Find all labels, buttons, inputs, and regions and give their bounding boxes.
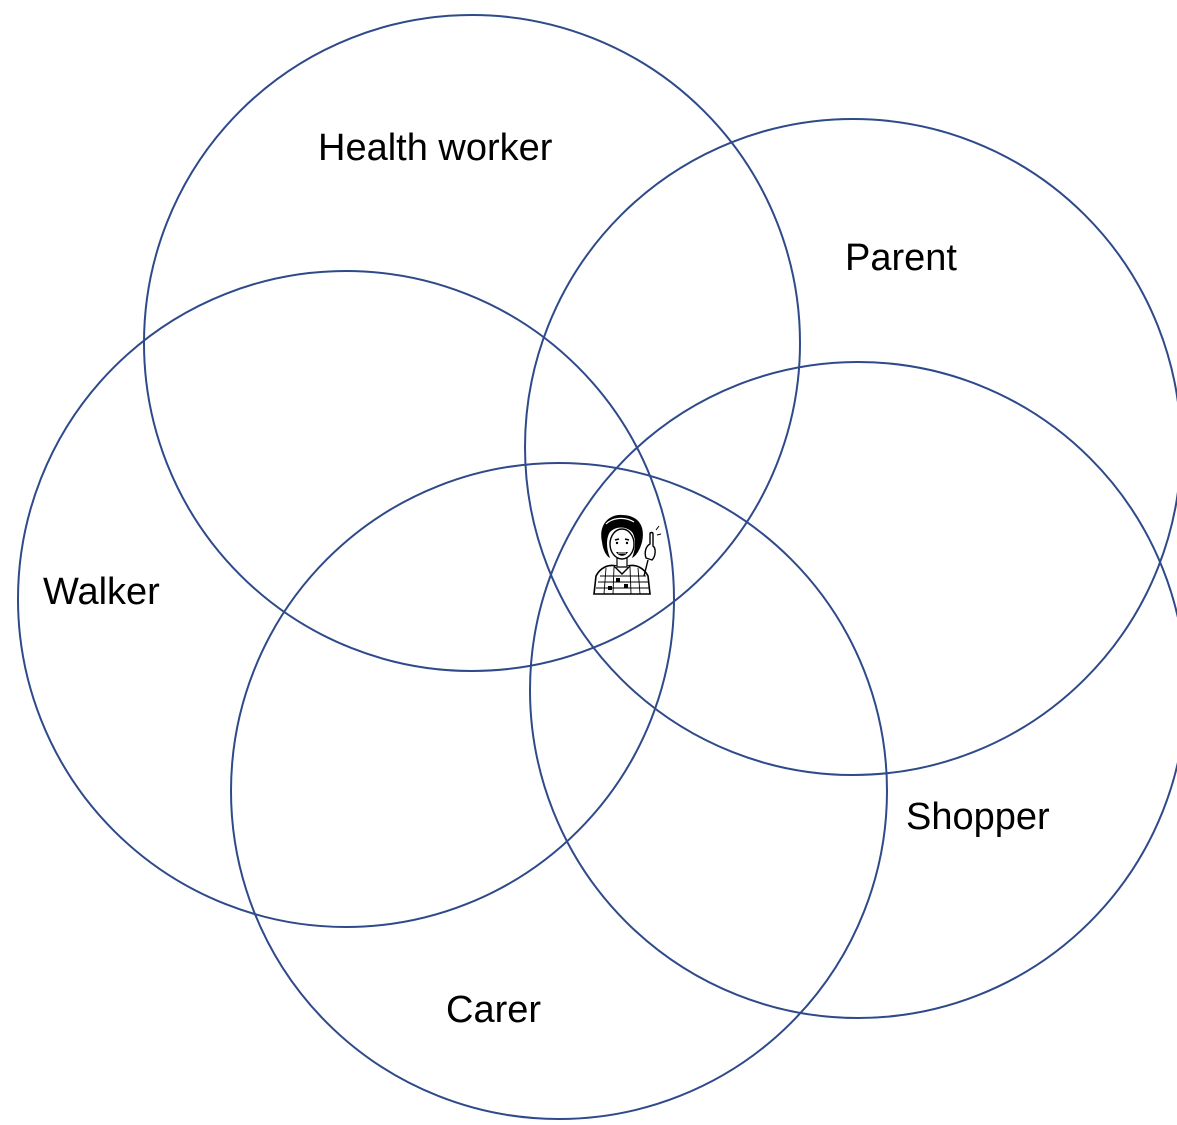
venn-circle-parent (524, 118, 1177, 776)
venn-circle-shopper (529, 361, 1177, 1019)
retro-woman-pointing-icon (593, 514, 662, 595)
label-walker: Walker (43, 571, 160, 613)
label-parent: Parent (845, 237, 957, 279)
label-health-worker: Health worker (318, 127, 553, 169)
label-shopper: Shopper (906, 796, 1050, 838)
venn-circle-walker (17, 270, 675, 928)
venn-circle-carer (230, 462, 888, 1120)
venn-circle-health-worker (143, 14, 801, 672)
label-carer: Carer (446, 989, 541, 1031)
